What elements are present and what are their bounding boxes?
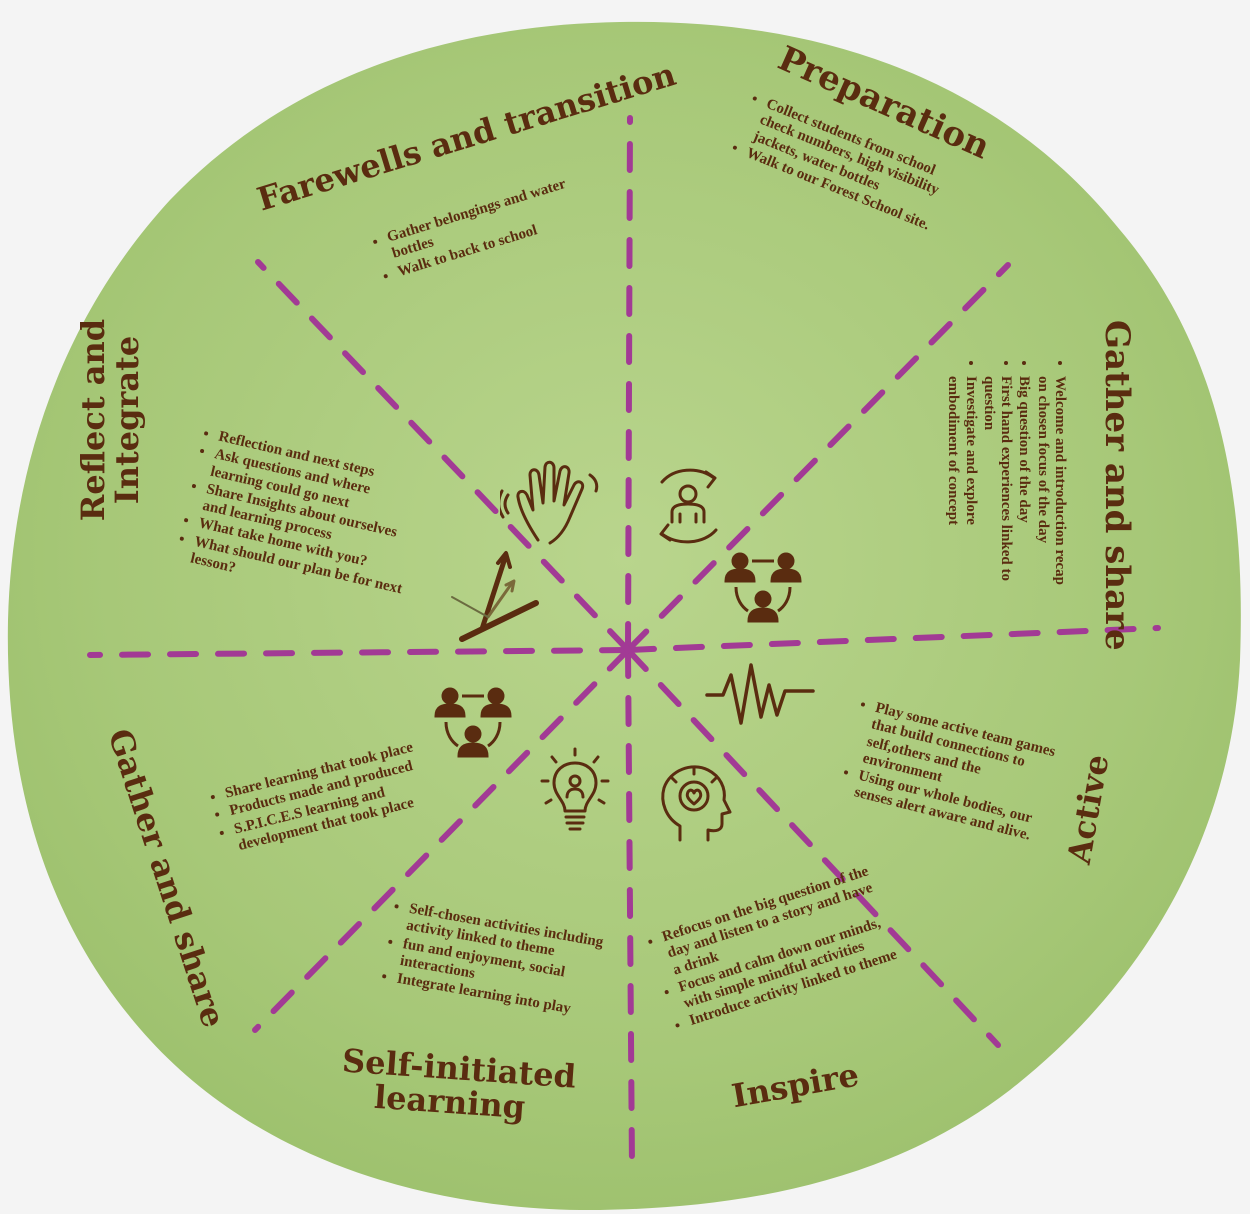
- waving-hand-icon: [500, 460, 599, 545]
- group-connection-icon: [724, 552, 802, 623]
- group-connection-icon: [434, 687, 512, 758]
- section-title: Reflect and Integrate: [74, 310, 146, 530]
- divider-line-right: [625, 625, 1161, 653]
- list-item: Investigate and explore embodiment of co…: [944, 376, 979, 586]
- divider-line-bottom-right: [625, 647, 1001, 1048]
- lightbulb-idea-icon: [540, 747, 610, 831]
- section-title: Gather and share: [1097, 320, 1137, 651]
- gather-share-right-bullet-list: Welcome and introduction recap on chosen…: [943, 360, 1069, 586]
- divider-line-top: [625, 115, 633, 653]
- list-item: First hand experiences linked to questio…: [980, 376, 1014, 586]
- mindful-head-icon: [661, 765, 732, 842]
- title-line: Integrate: [107, 335, 146, 505]
- divider-line-left: [87, 647, 631, 658]
- green-disc: [7, 21, 1241, 1211]
- person-cycle-icon: [659, 468, 718, 544]
- list-item: Welcome and introduction recap on chosen…: [1034, 376, 1068, 586]
- list-item: Big question of the day: [1015, 376, 1033, 586]
- reflection-arrows-icon: [451, 551, 539, 642]
- divider-line-top-left: [255, 259, 631, 653]
- title-line: Reflect and: [74, 318, 112, 522]
- divider-line-bottom-left: [252, 647, 631, 1033]
- section-title: Self-initiated learning: [339, 1041, 577, 1126]
- heartbeat-pulse-icon: [705, 663, 815, 725]
- divider-line-bottom: [625, 647, 635, 1171]
- divider-lines: [87, 115, 1161, 1171]
- divider-line-top-right: [625, 262, 1011, 653]
